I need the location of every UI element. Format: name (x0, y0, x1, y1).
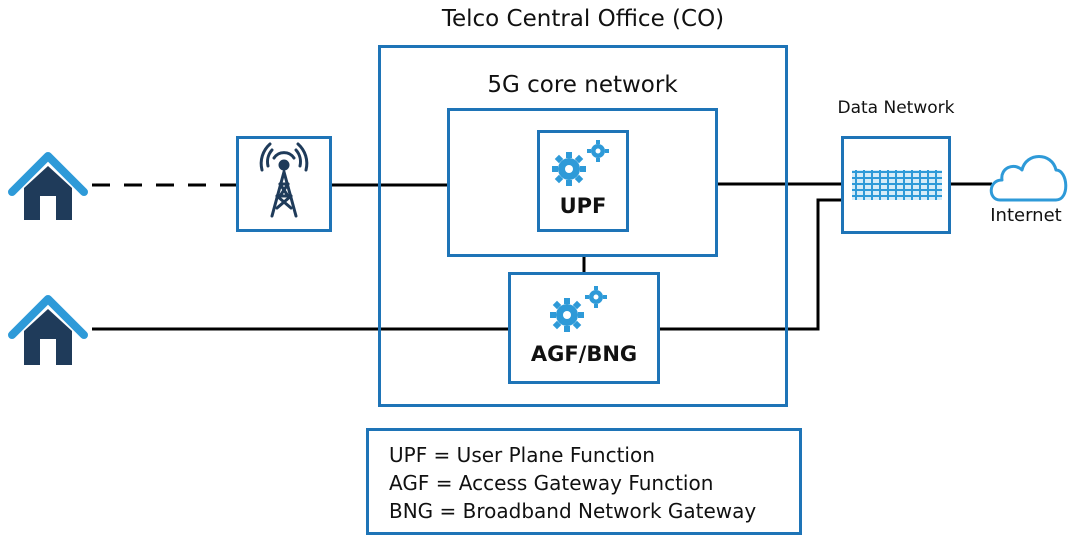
upf-box (537, 130, 629, 232)
agf-bng-label: AGF/BNG (530, 342, 638, 366)
core-network-box (447, 108, 718, 257)
legend-bng: BNG = Broadband Network Gateway (389, 499, 757, 523)
upf-label: UPF (559, 194, 607, 218)
house-icon (8, 152, 88, 220)
core-network-label: 5G core network (487, 72, 678, 98)
tower-box (236, 136, 332, 232)
cell-tower-icon (259, 142, 309, 218)
data-network-label: Data Network (837, 98, 955, 118)
house-icon (8, 295, 88, 365)
internet-label: Internet (990, 205, 1062, 226)
central-office-box (378, 45, 788, 407)
data-network-icon (852, 170, 942, 200)
legend-box: UPF = User Plane Function AGF = Access G… (366, 428, 802, 535)
agf-bng-box (508, 272, 660, 384)
cloud-icon (989, 155, 1068, 202)
co-title: Telco Central Office (CO) (441, 6, 725, 32)
agf-to-dn-link (658, 198, 842, 331)
legend-upf: UPF = User Plane Function (389, 443, 655, 467)
gears-icon (550, 286, 607, 332)
legend-agf: AGF = Access Gateway Function (389, 471, 714, 495)
data-network-box (841, 136, 951, 234)
